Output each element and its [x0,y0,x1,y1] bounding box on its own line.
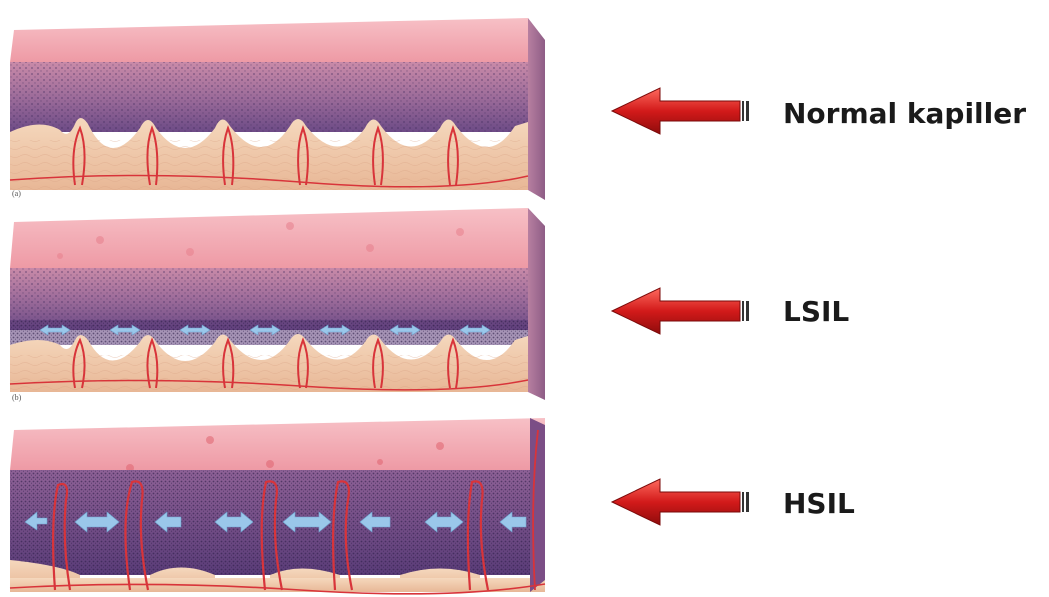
pointer-arrow-hsil [612,479,749,525]
pointer-arrow-lsil [612,288,749,334]
label-hsil: HSIL [783,487,855,520]
panel-hsil [10,418,545,594]
label-normal-kapiller: Normal kapiller [783,97,1026,130]
panel-lsil: (b) [10,208,545,402]
pointer-arrow-normal [612,88,749,134]
panel-caption-a: (a) [12,189,21,198]
panel-normal: (a) [10,18,545,200]
panel-caption-b: (b) [12,393,22,402]
label-lsil: LSIL [783,295,849,328]
